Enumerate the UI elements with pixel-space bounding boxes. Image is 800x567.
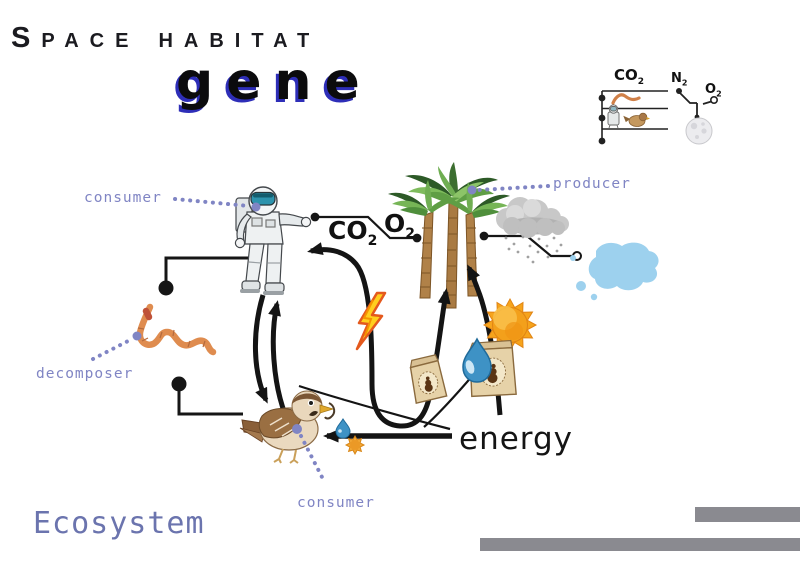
bracket-decomposer-consumer	[171, 376, 243, 416]
co2-main: CO	[328, 216, 368, 245]
producer-label: producer	[553, 176, 631, 192]
consumer-top-label: consumer	[84, 190, 162, 206]
consumer-bottom-label: consumer	[297, 495, 375, 511]
leader-producer	[467, 184, 550, 195]
legend-o2-sub: 2	[716, 89, 722, 99]
leader-consumer-top	[173, 197, 261, 212]
connector-co2-o2-line	[310, 212, 422, 243]
arrow-astronaut-to-bird	[252, 294, 269, 404]
legend-o2-main: O	[705, 82, 717, 97]
water-splash	[570, 242, 659, 301]
mini-bird-icon	[623, 112, 650, 127]
rain-cloud	[496, 197, 569, 264]
leader-consumer-bottom	[292, 424, 326, 483]
co2-sub: 2	[367, 233, 378, 249]
bracket-consumer-decomposer	[158, 256, 253, 296]
moon-icon	[685, 117, 713, 145]
o2-main: O	[384, 209, 406, 238]
legend-co2-sub: 2	[637, 77, 645, 87]
rain-dots	[504, 235, 563, 264]
lightning-bolt-accent	[362, 299, 374, 337]
decomposer-label: decomposer	[36, 366, 134, 382]
small-water-drop-icon	[335, 418, 351, 439]
worm-in-beak	[324, 402, 336, 420]
earthworm	[136, 303, 217, 356]
ecosystem-title: Ecosystem	[33, 506, 205, 541]
logo-text: gene	[176, 52, 373, 112]
legend-n2-label: N2	[671, 71, 687, 88]
legend-co2-label: CO2	[614, 66, 644, 87]
mini-worm-icon	[611, 93, 641, 105]
legend-co2-chart	[598, 90, 668, 145]
legend-n2-main: N	[671, 71, 682, 86]
astronaut	[234, 186, 312, 295]
o2-sub: 2	[405, 226, 416, 242]
brand-title: Space habitat	[11, 22, 321, 54]
legend-co2-main: CO	[614, 66, 638, 84]
water-drop-icon	[462, 337, 492, 383]
footer-bar-short	[695, 507, 800, 522]
arrow-bird-to-astronaut	[268, 300, 288, 415]
seed-bag-small	[409, 354, 448, 404]
legend-n2-o2-moon	[676, 88, 718, 145]
small-sun-icon	[344, 434, 366, 456]
energy-label: energy	[459, 421, 574, 457]
sun-icon	[482, 297, 538, 353]
leader-decomposer	[91, 331, 142, 361]
o2-label: O2	[384, 209, 415, 242]
footer-bar-long	[480, 538, 800, 551]
line-bird-to-energy	[298, 384, 451, 431]
legend-n2-sub: 2	[681, 78, 688, 88]
sparrow	[239, 390, 336, 464]
legend-o2-label: O2	[705, 82, 722, 99]
co2-label: CO2	[328, 216, 377, 249]
mini-astronaut-icon	[607, 104, 620, 129]
